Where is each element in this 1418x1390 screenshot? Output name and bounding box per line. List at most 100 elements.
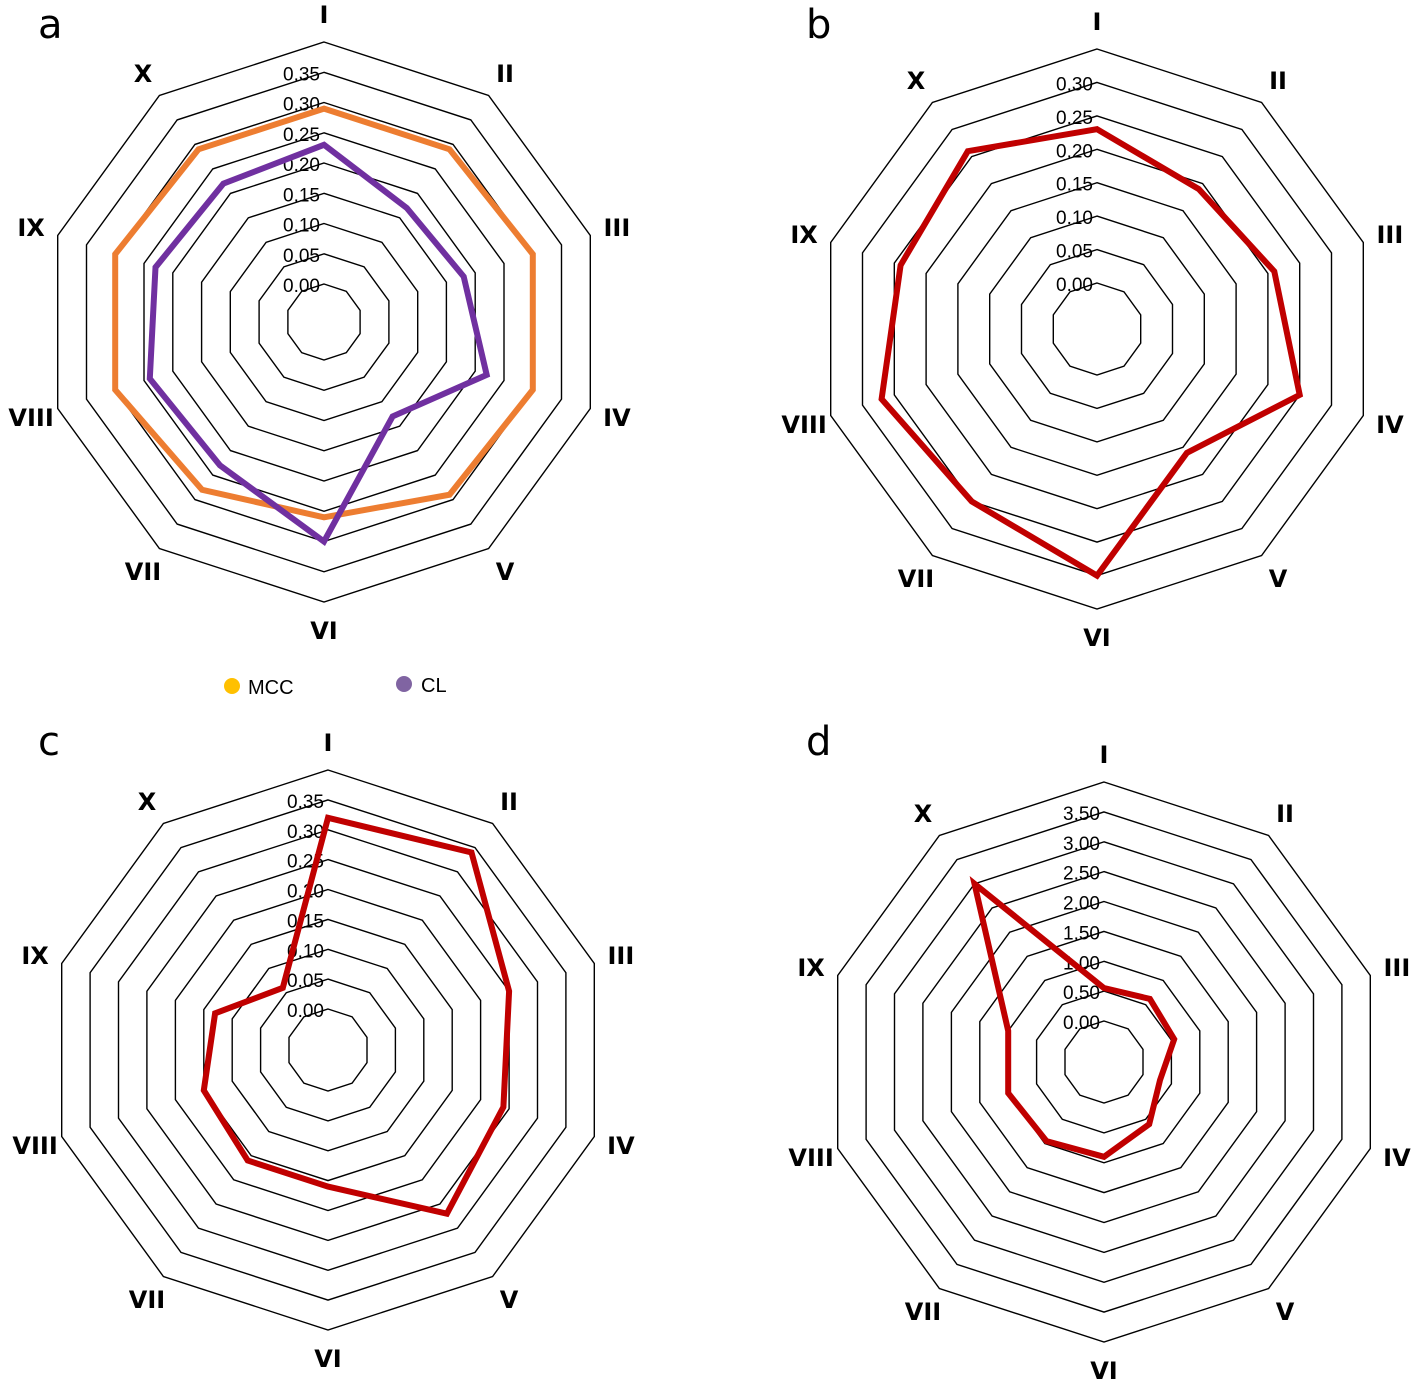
grid-ring <box>925 148 1269 510</box>
grid-ring <box>200 192 448 452</box>
grid-ring <box>922 870 1286 1254</box>
grid-ring <box>89 799 567 1301</box>
axis-label-ii: II <box>1276 800 1294 828</box>
axis-label-vii: VII <box>898 565 934 593</box>
grid-ring <box>830 48 1365 610</box>
series-line <box>969 876 1178 1161</box>
axis-label-v: V <box>1269 565 1288 593</box>
tick-label: 0.50 <box>1063 983 1100 1004</box>
axis-label-ii: II <box>496 60 514 88</box>
tick-label: 0.30 <box>287 822 324 843</box>
axis-label-vi: VI <box>314 1345 342 1373</box>
radar-panel-c: c0.000.050.100.150.200.250.300.35IIIIIII… <box>12 719 635 1373</box>
legend-label-mcc: MCC <box>248 677 294 699</box>
tick-label: 0.10 <box>1056 208 1093 229</box>
grid-ring <box>288 1008 368 1092</box>
grid-ring <box>837 781 1372 1343</box>
legend-marker-mcc <box>224 678 240 694</box>
axis-label-i: I <box>1100 741 1109 769</box>
axis-label-iv: IV <box>1376 411 1404 439</box>
grid-ring <box>861 81 1333 577</box>
axis-label-x: X <box>907 67 926 95</box>
tick-label: 0.00 <box>287 1001 324 1022</box>
grid-ring <box>1007 960 1201 1164</box>
grid-ring <box>1020 248 1174 410</box>
axis-label-ix: IX <box>21 942 49 970</box>
legend-marker-cl <box>396 676 412 692</box>
series-line-mcc <box>112 105 536 521</box>
axis-label-viii: VIII <box>8 404 53 432</box>
grid-ring <box>287 283 361 361</box>
grid-ring <box>989 215 1206 443</box>
grid-ring <box>259 978 397 1122</box>
axis-label-x: X <box>138 788 157 816</box>
tick-label: 2.50 <box>1063 864 1100 885</box>
grid-ring <box>57 41 591 603</box>
grid-ring <box>203 918 453 1182</box>
grid-ring <box>117 829 539 1272</box>
grid-ring <box>865 811 1343 1313</box>
tick-label: 0.20 <box>1056 141 1093 162</box>
tick-label: 0.15 <box>287 911 324 932</box>
axis-label-x: X <box>914 800 933 828</box>
legend-label-cl: CL <box>421 675 447 697</box>
axis-label-i: I <box>320 1 329 29</box>
axis-label-vi: VI <box>310 617 338 645</box>
tick-label: 0.00 <box>1063 1013 1100 1034</box>
tick-label: 0.30 <box>1056 74 1093 95</box>
grid-ring <box>61 769 595 1331</box>
grid-ring <box>143 132 505 513</box>
grid-ring <box>1064 1020 1144 1104</box>
panel-letter-a: a <box>38 2 63 48</box>
tick-label: 2.00 <box>1063 894 1100 915</box>
axis-label-v: V <box>496 558 515 586</box>
series-line <box>878 126 1304 580</box>
axis-label-iv: IV <box>603 404 631 432</box>
tick-label: 0.15 <box>283 185 320 206</box>
tick-label: 0.10 <box>283 216 320 237</box>
tick-label: 0.15 <box>1056 175 1093 196</box>
radar-panel-d: d0.000.501.001.502.002.503.003.50IIIIIII… <box>788 719 1411 1385</box>
grid-ring <box>258 253 390 392</box>
tick-label: 1.50 <box>1063 923 1100 944</box>
axis-label-i: I <box>1093 8 1102 36</box>
grid-ring <box>1052 282 1142 376</box>
grid-ring <box>146 858 510 1242</box>
grid-ring <box>957 181 1237 477</box>
axis-label-iii: III <box>604 214 631 242</box>
tick-label: 0.00 <box>1056 275 1093 296</box>
grid-ring <box>85 71 563 573</box>
radar-panel-a: a0.000.050.100.150.200.250.300.35IIIIIII… <box>8 1 631 645</box>
axis-label-vii: VII <box>125 558 161 586</box>
axis-label-vii: VII <box>905 1298 941 1326</box>
axis-label-v: V <box>1276 1298 1295 1326</box>
axis-label-iii: III <box>608 942 635 970</box>
tick-label: 3.50 <box>1063 804 1100 825</box>
axis-label-x: X <box>134 60 153 88</box>
tick-label: 1.00 <box>1063 953 1100 974</box>
series-line <box>200 814 513 1218</box>
panel-letter-d: d <box>806 719 831 765</box>
grid-ring <box>174 888 482 1212</box>
axis-label-vii: VII <box>129 1286 165 1314</box>
axis-label-ii: II <box>1269 67 1287 95</box>
axis-label-iii: III <box>1384 954 1411 982</box>
grid-ring <box>172 162 476 482</box>
tick-label: 0.35 <box>283 64 320 85</box>
axis-label-ix: IX <box>17 214 45 242</box>
grid-ring <box>229 222 419 422</box>
axis-label-iv: IV <box>607 1132 635 1160</box>
tick-label: 0.25 <box>1056 108 1093 129</box>
axis-label-i: I <box>324 729 333 757</box>
axis-label-ix: IX <box>797 954 825 982</box>
axis-label-iv: IV <box>1383 1144 1411 1172</box>
axis-label-iii: III <box>1377 221 1404 249</box>
panel-letter-c: c <box>38 719 60 765</box>
axis-label-vi: VI <box>1083 624 1111 652</box>
tick-label: 0.25 <box>283 125 320 146</box>
grid-ring <box>893 841 1315 1284</box>
tick-label: 0.05 <box>287 971 324 992</box>
axis-label-viii: VIII <box>788 1144 833 1172</box>
tick-label: 0.05 <box>1056 242 1093 263</box>
